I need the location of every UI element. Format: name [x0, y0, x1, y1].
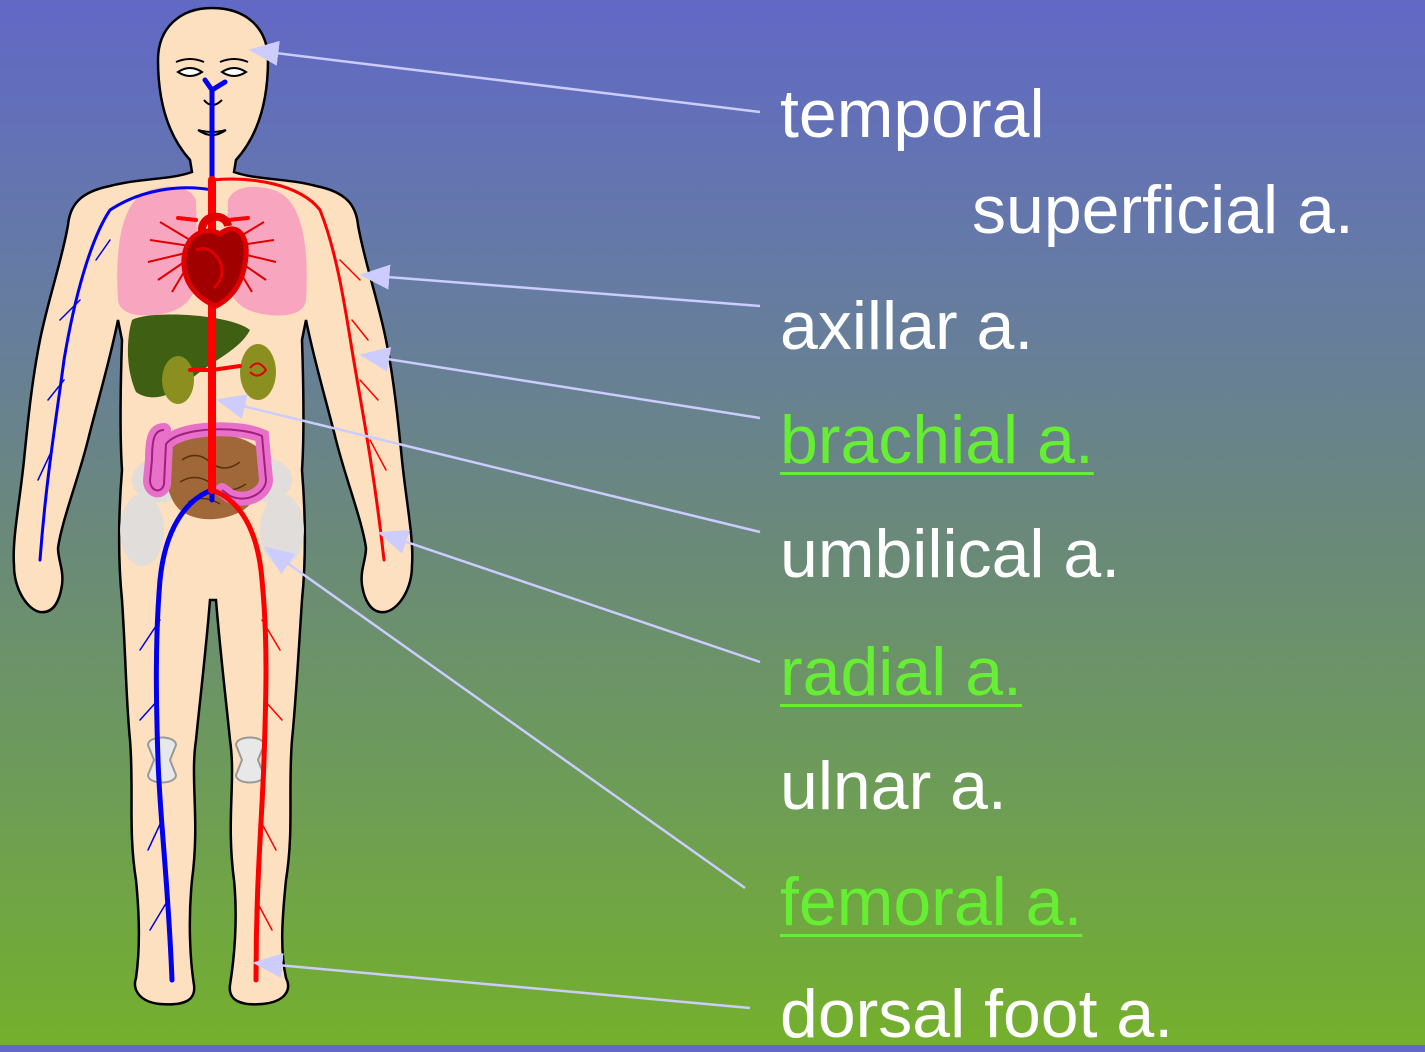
label-ulnar: ulnar a. [780, 752, 1007, 820]
leader-dorsal-foot [255, 963, 750, 1008]
label-superficial: superficial a. [972, 176, 1354, 244]
link-brachial[interactable]: brachial a. [780, 406, 1094, 474]
human-body-illustration [14, 8, 413, 1004]
link-femoral[interactable]: femoral a. [780, 868, 1082, 936]
leader-femoral [266, 548, 745, 888]
leader-axillar [362, 275, 760, 306]
knee-bones [148, 738, 264, 783]
leader-radial [380, 533, 760, 662]
link-radial[interactable]: radial a. [780, 638, 1022, 706]
label-temporal: temporal [780, 80, 1045, 148]
label-axillar: axillar a. [780, 292, 1033, 360]
label-dorsal-foot: dorsal foot a. [780, 980, 1173, 1048]
leader-brachial [362, 355, 760, 418]
label-umbilical: umbilical a. [780, 520, 1120, 588]
leader-temporal [251, 50, 760, 112]
